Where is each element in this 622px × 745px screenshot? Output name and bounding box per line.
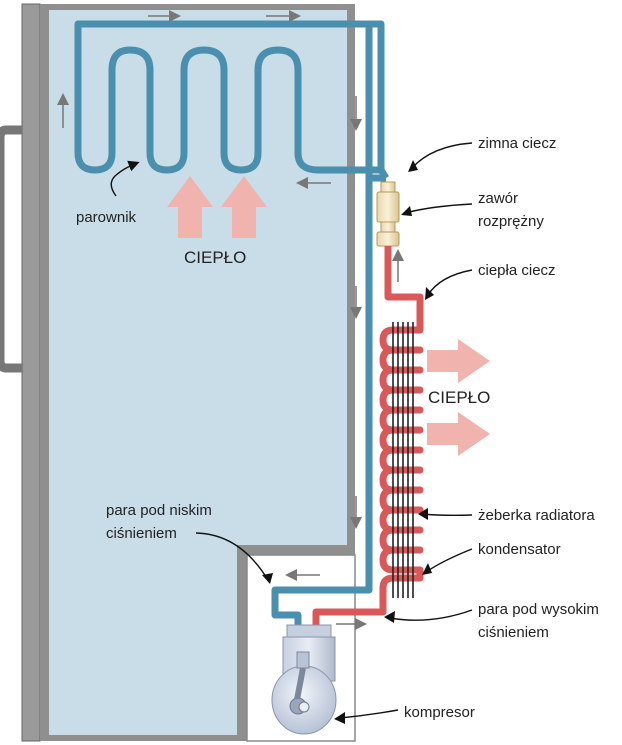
cold-liquid-label: zimna ciecz [478, 135, 556, 152]
evaporator-coil [74, 20, 385, 174]
evaporator-label: parownik [76, 209, 137, 226]
radiator-fins-label: żeberka radiatora [478, 507, 595, 524]
cabinet-interior [49, 10, 347, 735]
condenser-label: kondensator [478, 541, 561, 558]
compressor-label: kompresor [404, 704, 475, 721]
door-edge [21, 3, 41, 742]
heat-out-label: CIEPŁO [428, 388, 490, 407]
leader-heads [262, 160, 434, 724]
heat-out-arrows [427, 339, 490, 456]
low-pressure-vapor-label-1: para pod niskim [106, 502, 212, 519]
radiator-fins [392, 322, 414, 598]
heat-in-arrows [167, 176, 267, 238]
high-pressure-vapor-label-1: para pod wysokim [478, 601, 599, 618]
compressor [271, 624, 337, 735]
warm-liquid-label: ciepła ciecz [478, 262, 556, 279]
high-pressure-vapor-label-2: ciśnieniem [478, 624, 549, 641]
expansion-valve [376, 181, 400, 247]
low-pressure-vapor-label-2: ciśnieniem [106, 525, 177, 542]
expansion-valve-label-2: rozprężny [478, 213, 544, 230]
door-handle [0, 125, 22, 373]
heat-in-label: CIEPŁO [184, 248, 246, 267]
condenser-coil [312, 246, 424, 625]
flow-arrows [57, 10, 404, 630]
expansion-valve-label-1: zawór [478, 190, 518, 207]
